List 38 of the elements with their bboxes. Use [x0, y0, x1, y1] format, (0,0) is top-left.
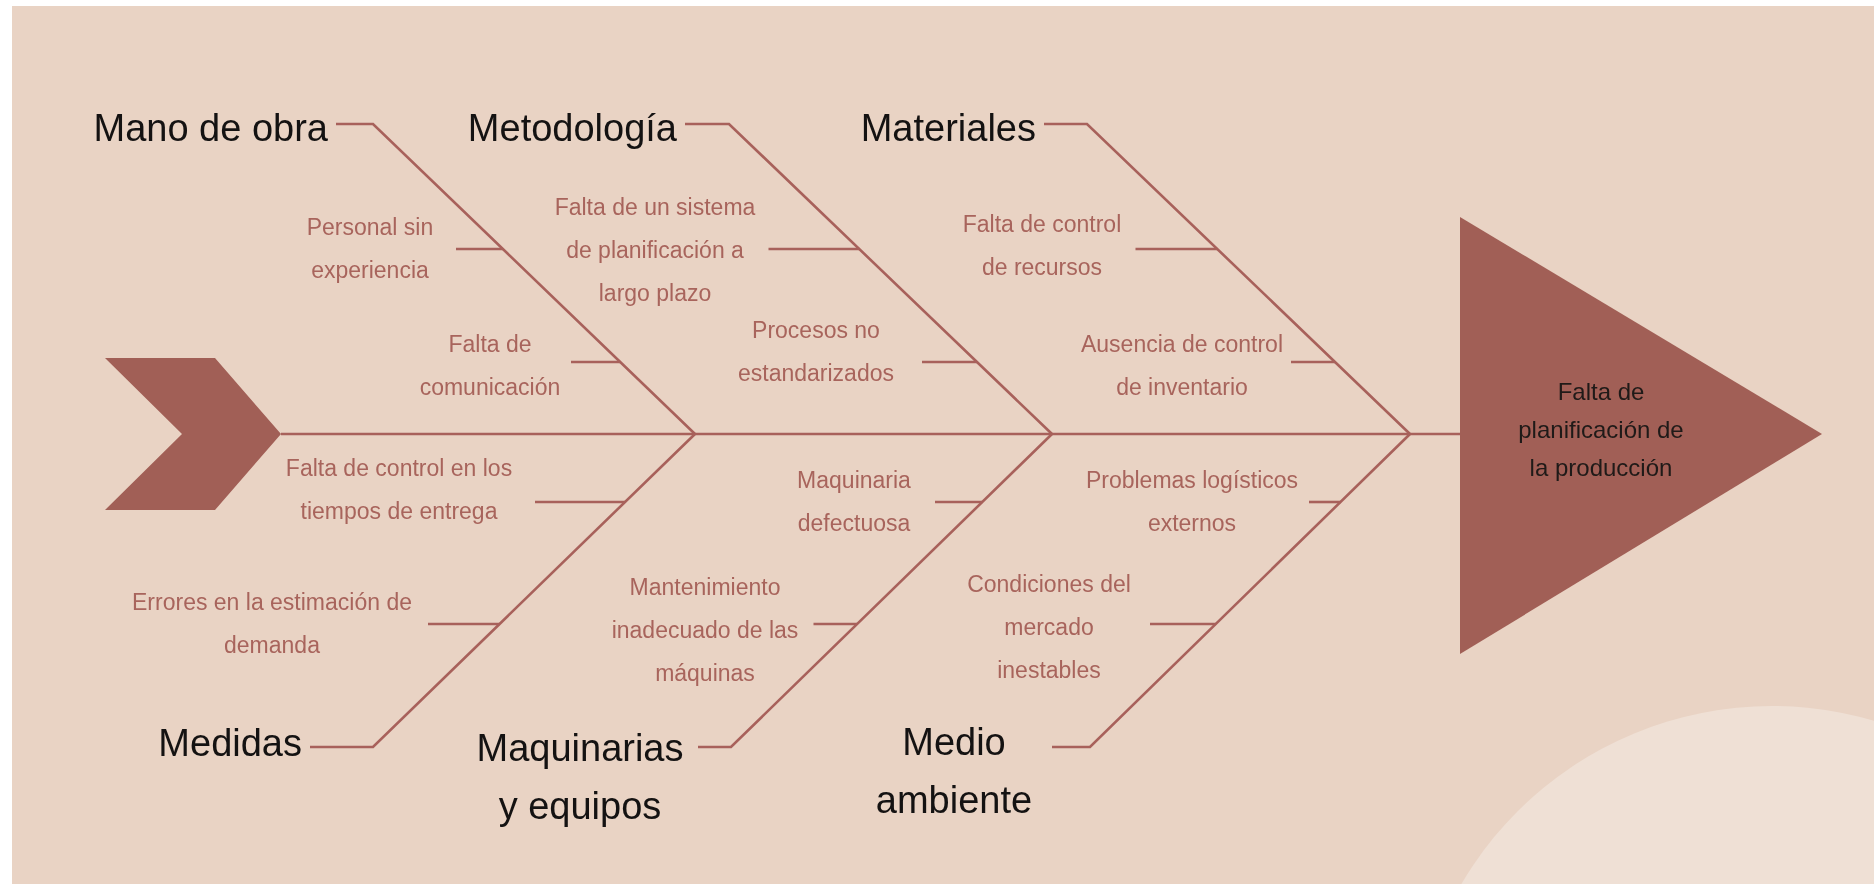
tick-line	[1150, 622, 1216, 626]
cause-label: Problemas logísticos externos	[1081, 459, 1303, 545]
bone-line	[1044, 122, 1411, 435]
category-label: Metodología	[467, 99, 677, 157]
tick-line	[922, 360, 977, 364]
bone-line	[698, 433, 1053, 749]
tick-line	[935, 500, 983, 504]
tick-line	[1135, 247, 1218, 251]
tick-line	[768, 247, 860, 251]
category-label: Medidas	[158, 714, 302, 772]
tick-line	[571, 360, 621, 364]
category-label: Mano de obra	[93, 99, 328, 157]
cause-label: Errores en la estimación de demanda	[122, 581, 422, 667]
cause-label: Mantenimiento inadecuado de las máquinas	[602, 565, 808, 695]
bone-line	[1052, 433, 1411, 749]
bone-line	[685, 122, 1053, 435]
tick-line	[1309, 500, 1341, 504]
tick-line	[428, 622, 500, 626]
spine-line	[281, 432, 1460, 436]
cause-label: Falta de control de recursos	[954, 203, 1130, 289]
tick-line	[813, 622, 858, 626]
cause-label: Maquinaria defectuosa	[779, 459, 929, 545]
cause-label: Falta de control en los tiempos de entrega	[269, 447, 529, 533]
cause-label: Condiciones del mercado inestables	[954, 562, 1144, 692]
category-label: Materiales	[860, 99, 1036, 157]
bone-line	[336, 122, 696, 435]
effect-label: Falta de planificación de la producción	[1517, 377, 1685, 483]
category-label: Medio ambiente	[864, 713, 1044, 829]
tick-line	[1291, 360, 1335, 364]
effect-triangle	[1460, 217, 1822, 654]
cause-label: Falta de comunicación	[415, 323, 565, 409]
cause-label: Personal sin experiencia	[290, 206, 450, 292]
tick-line	[535, 500, 625, 504]
cause-label: Ausencia de control de inventario	[1079, 323, 1285, 409]
tick-line	[456, 247, 503, 251]
category-label: Maquinarias y equipos	[470, 719, 690, 835]
chevron-shape	[105, 358, 281, 510]
bone-line	[310, 433, 696, 749]
